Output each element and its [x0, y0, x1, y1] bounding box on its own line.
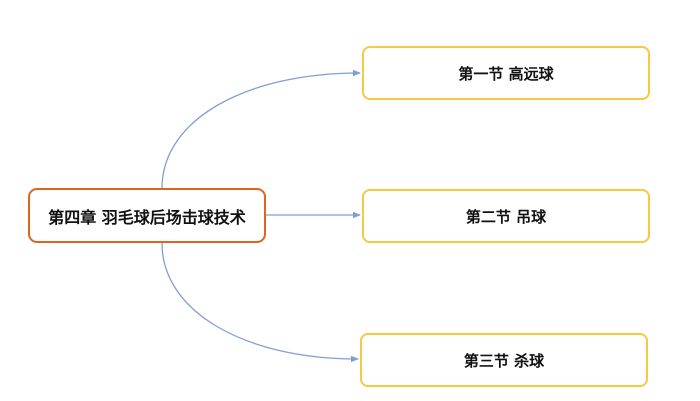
subtopic-label-2: 第二节 吊球 — [465, 207, 547, 226]
subtopic-label-3: 第三节 杀球 — [463, 351, 545, 370]
connector-to-child-1 — [161, 69, 361, 189]
subtopic-node-2[interactable]: 第二节 吊球 — [362, 189, 650, 243]
root-topic-node[interactable]: 第四章 羽毛球后场击球技术 — [28, 188, 266, 243]
connector-to-child-3 — [161, 242, 359, 363]
subtopic-label-1: 第一节 高远球 — [458, 64, 554, 83]
subtopic-node-1[interactable]: 第一节 高远球 — [362, 46, 650, 100]
root-topic-label: 第四章 羽毛球后场击球技术 — [48, 207, 246, 227]
subtopic-node-3[interactable]: 第三节 杀球 — [360, 333, 648, 387]
